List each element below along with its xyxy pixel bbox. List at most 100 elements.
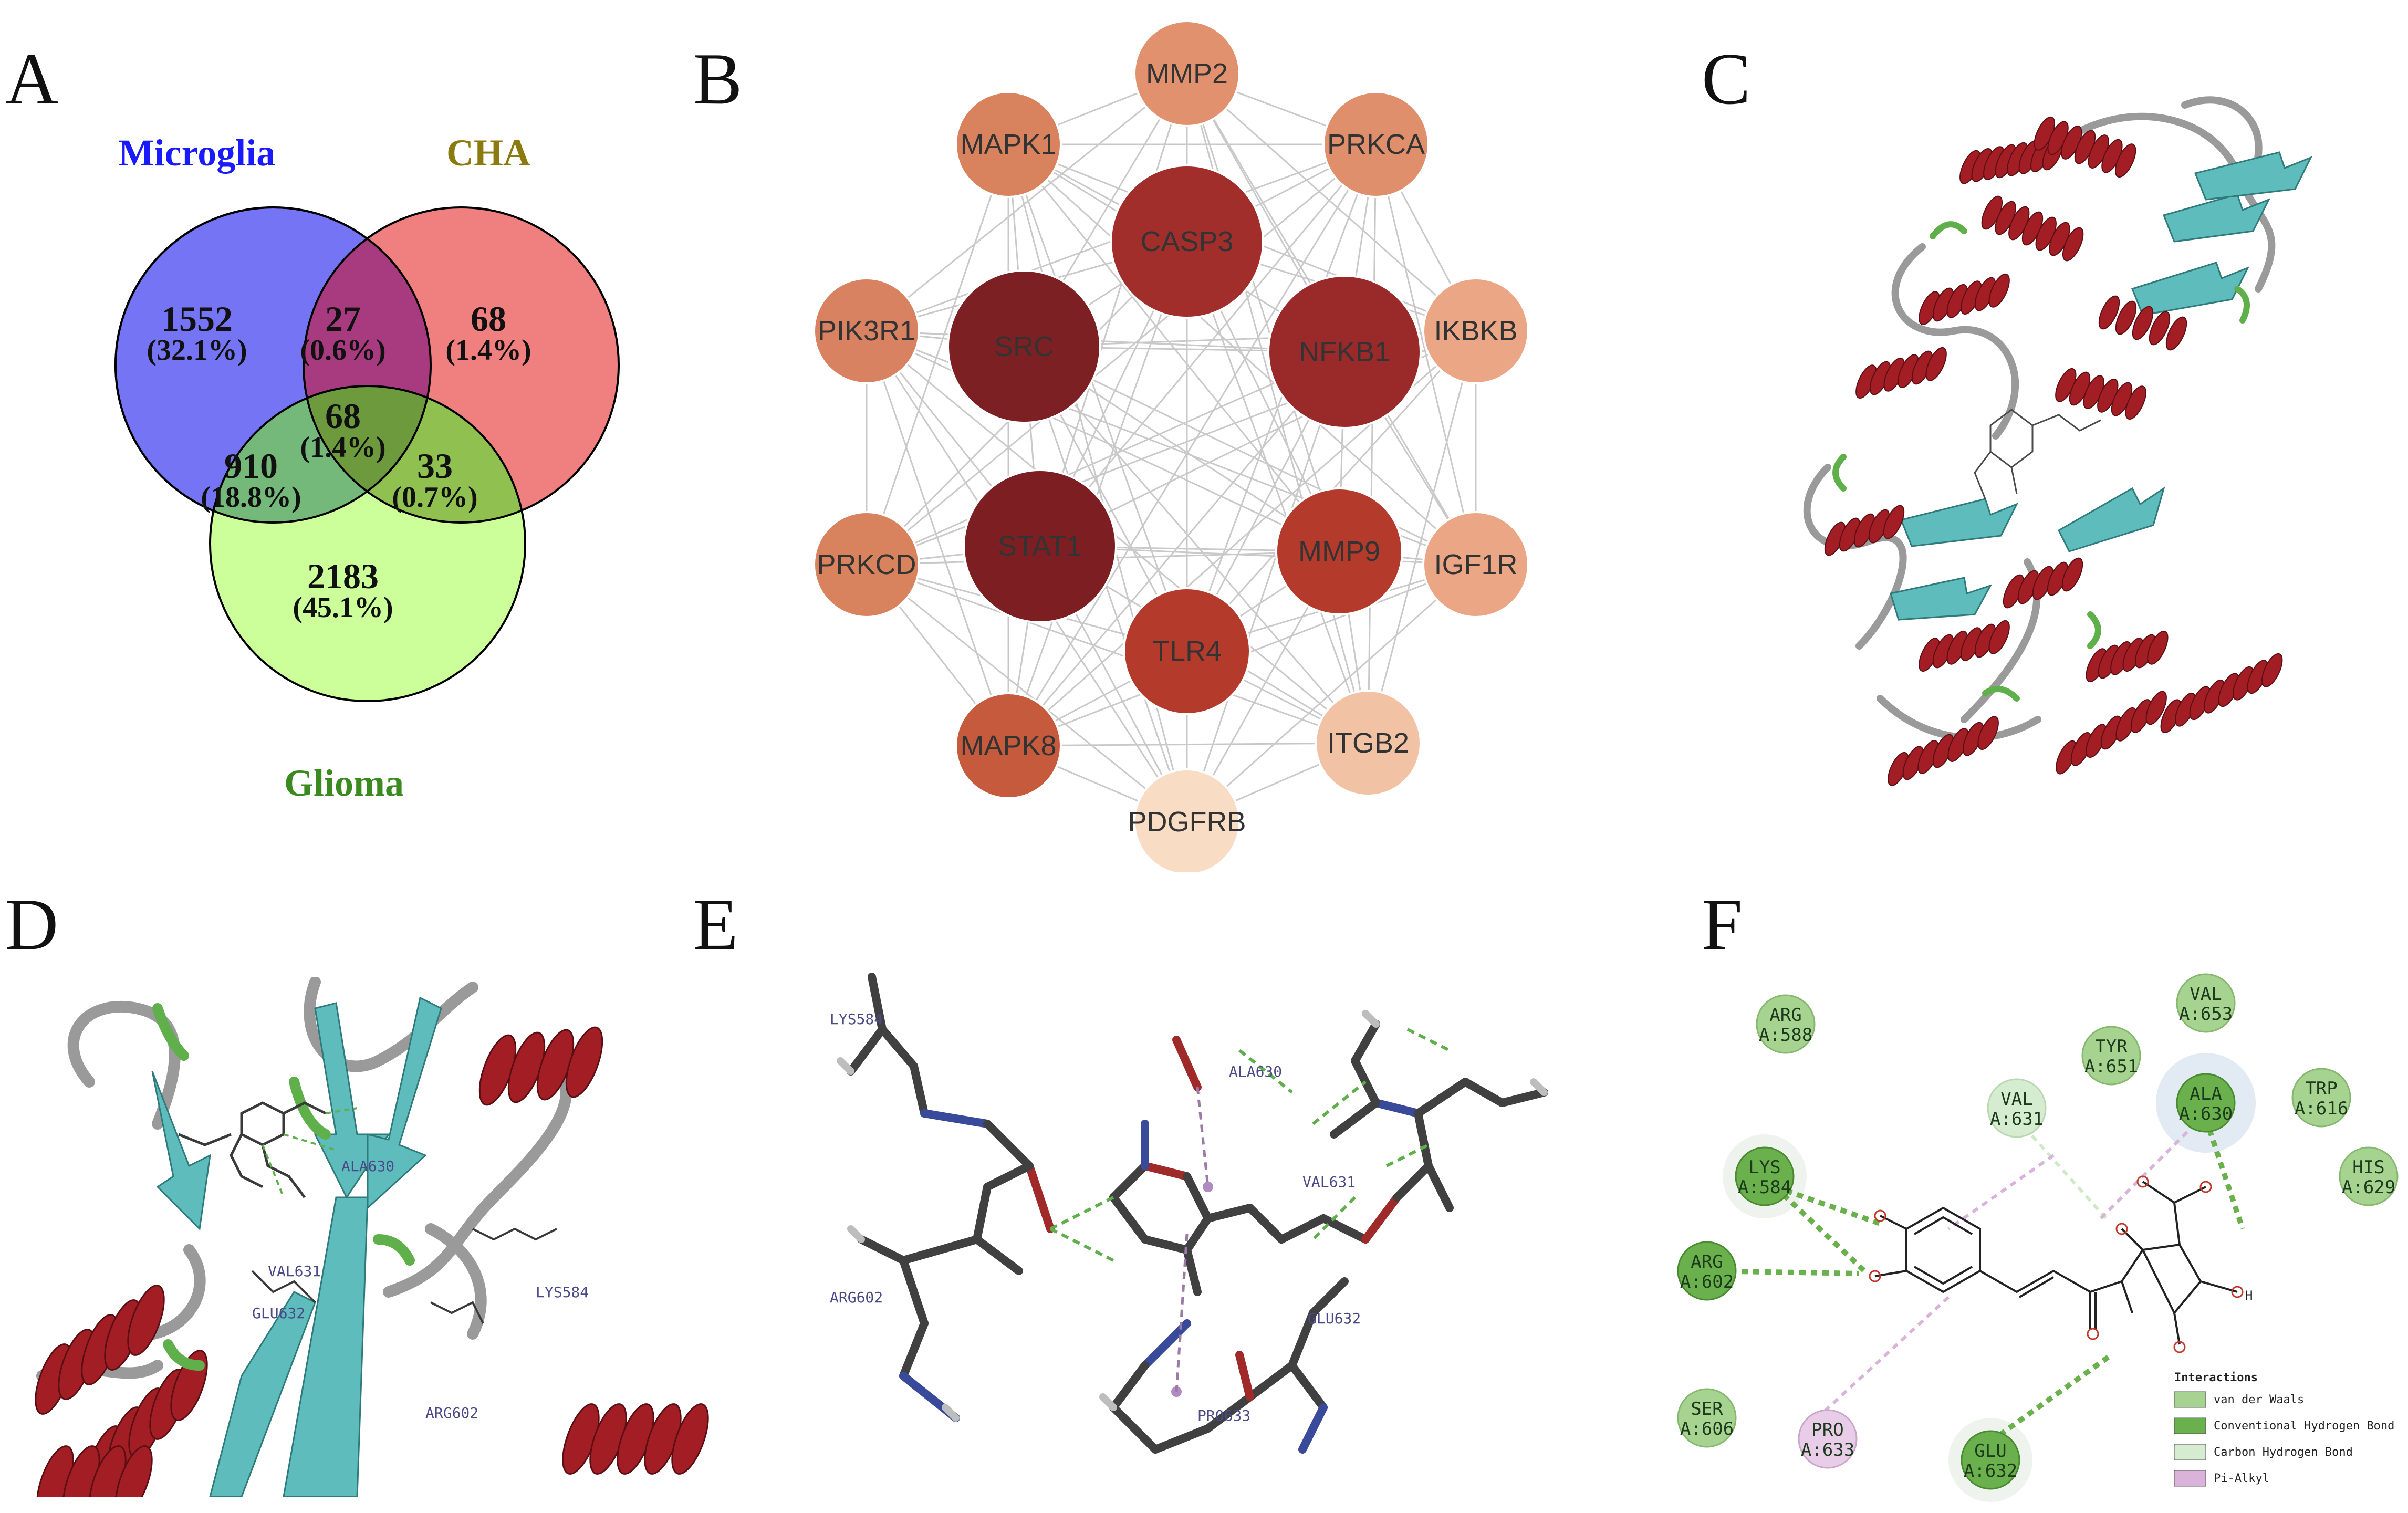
helix-turn	[2147, 630, 2169, 665]
region-pct: (1.4%)	[300, 431, 385, 464]
legend-swatch	[2174, 1391, 2206, 1408]
residue-name: PRO	[1811, 1420, 1843, 1441]
network-edge	[866, 72, 1187, 332]
network-node-pdgfrb	[1133, 768, 1241, 872]
stick-bond	[1372, 1099, 1422, 1118]
panel-letter-b: B	[693, 38, 743, 120]
helix-turn	[2061, 557, 2083, 592]
binding-pocket-view: ALA630 VAL631 GLU632 LYS584 ARG602	[21, 977, 756, 1497]
pocket-sheets	[151, 996, 442, 1497]
helix-turn	[2132, 306, 2154, 340]
stick-bond	[1183, 1246, 1202, 1296]
residue-name: LYS	[1748, 1157, 1780, 1178]
residue-name: ARG	[1769, 1005, 1801, 1026]
network-node-prkca	[1322, 91, 1430, 198]
network-edge	[866, 330, 1009, 746]
region-pct: (1.4%)	[445, 334, 531, 367]
stick-bond	[1109, 1193, 1149, 1244]
helix-turn	[2114, 143, 2136, 178]
residue-position: A:629	[2342, 1177, 2395, 1198]
residue-label: VAL631	[1302, 1173, 1356, 1191]
network-edge	[866, 330, 1340, 552]
helix-turn	[2125, 385, 2146, 420]
legend-label: van der Waals	[2214, 1393, 2304, 1406]
residue-pro-a633	[1798, 1409, 1858, 1469]
region-pct: (0.7%)	[392, 481, 477, 514]
network-node-label: CASP3	[1140, 226, 1233, 257]
legend-swatch	[2174, 1417, 2206, 1434]
residue-glu-a632	[1961, 1430, 2020, 1490]
stick-bond	[1235, 1351, 1254, 1401]
stick-bond	[1151, 1424, 1212, 1454]
pocket-ligand	[178, 1101, 327, 1198]
residue-position: A:602	[1680, 1271, 1734, 1292]
network-node-label: MAPK8	[960, 730, 1056, 761]
stick-bond	[1109, 1361, 1149, 1412]
stick-bond	[1330, 1099, 1380, 1139]
legend-label: Pi-Alkyl	[2214, 1472, 2269, 1485]
helix-turn	[671, 1403, 709, 1475]
network-edge	[866, 564, 1187, 823]
helix-turn	[2098, 295, 2120, 330]
stick-bond	[1414, 1078, 1469, 1118]
panel-letter-d: D	[5, 884, 59, 965]
residue-position: A:584	[1738, 1177, 1791, 1198]
residue-arg-a602	[1677, 1241, 1737, 1301]
stick-bond	[1393, 1162, 1433, 1202]
stick-bond	[1277, 1214, 1328, 1244]
pocket-svg: ALA630 VAL631 GLU632 LYS584 ARG602	[35, 977, 709, 1497]
pocket-helices	[35, 1026, 709, 1497]
network-node-igf1r	[1422, 511, 1529, 618]
hbond-dashes	[1049, 1028, 1451, 1262]
network-node-label: SRC	[994, 331, 1054, 362]
region-pct: (18.8%)	[201, 481, 301, 514]
residue-position: A:631	[1990, 1109, 2044, 1130]
network-node-ikbkb	[1422, 277, 1529, 384]
panel-letter-a: A	[5, 38, 59, 120]
residue-label: VAL631	[268, 1262, 321, 1280]
network-edge	[1186, 564, 1476, 823]
residue-tyr-a651	[2081, 1026, 2141, 1086]
stick-bond	[857, 1235, 908, 1265]
stick-bond	[1109, 1403, 1160, 1454]
residue-val-a653	[2176, 973, 2236, 1033]
residue-label: ARG602	[830, 1289, 883, 1306]
residue-label: GLU632	[252, 1305, 305, 1322]
network-node-label: MMP2	[1146, 58, 1228, 89]
stick-bond	[899, 1235, 981, 1265]
venn-svg: Microglia CHA Glioma 1552 (32.1%) 27 (0.…	[114, 132, 620, 804]
stick-bond	[1204, 1204, 1254, 1223]
network-node-label: IKBKB	[1434, 315, 1517, 347]
stick-bond	[1288, 1309, 1317, 1370]
hydrogen-stick	[942, 1404, 960, 1422]
helix-turn	[1977, 716, 1999, 750]
pocket-turns	[152, 1003, 415, 1371]
residue-lys-a584	[1735, 1146, 1795, 1206]
region-count: 27	[325, 299, 361, 339]
stick-bond	[1141, 1319, 1191, 1370]
network-node-label: PRKCA	[1327, 129, 1425, 160]
helix-turn	[2149, 311, 2171, 346]
stick-bond	[1319, 1214, 1370, 1244]
stick-bond	[899, 1319, 929, 1380]
residue-his-a629	[2339, 1146, 2399, 1206]
residue-position: A:588	[1759, 1025, 1812, 1046]
residue-val-a631	[1987, 1078, 2047, 1138]
network-node-nfkb1	[1267, 275, 1422, 429]
network-edge	[866, 330, 1369, 744]
stick-bond	[1246, 1361, 1296, 1401]
network-edge	[1007, 144, 1377, 746]
legend-label: Carbon Hydrogen Bond	[2214, 1446, 2353, 1459]
region-count: 68	[325, 396, 361, 436]
network-node-label: MMP9	[1298, 536, 1380, 567]
alpha-helices	[1824, 116, 2283, 786]
helix-turn	[2165, 316, 2187, 351]
network-edge	[1023, 346, 1369, 744]
residue-position: A:616	[2295, 1098, 2348, 1119]
helix-turn	[2115, 300, 2137, 335]
stick-bond	[899, 1256, 929, 1328]
network-node-pik3r1	[813, 277, 920, 384]
